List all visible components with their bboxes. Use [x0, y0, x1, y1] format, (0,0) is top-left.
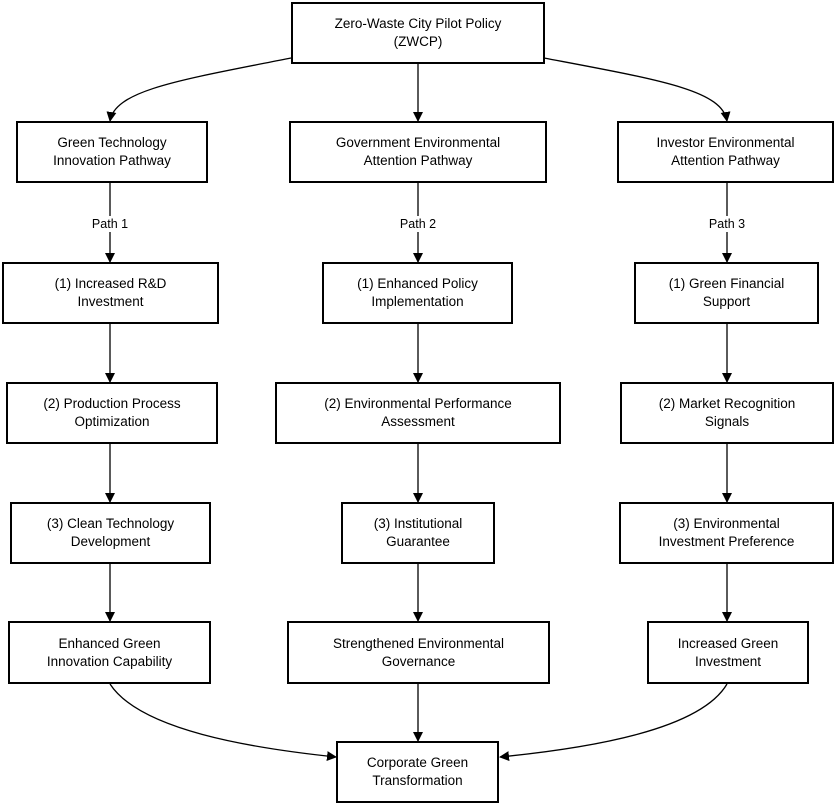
pathway-2-step-1-label: (1) Enhanced Policy Implementation: [357, 276, 478, 309]
pathway-3-step-3-node: (3) Environmental Investment Preference: [619, 502, 834, 564]
pathway-3-step-1-label: (1) Green Financial Support: [668, 276, 785, 309]
pathway-3-step-1-node: (1) Green Financial Support: [634, 262, 819, 324]
root-node: Zero-Waste City Pilot Policy (ZWCP): [291, 2, 545, 64]
pathway-1-outcome-label: Enhanced Green Innovation Capability: [46, 635, 173, 669]
pathway-2-outcome-node: Strengthened Environmental Governance: [287, 621, 550, 684]
pathway-3-step-2-node: (2) Market Recognition Signals: [620, 382, 834, 444]
pathway-2-title-node: Government Environmental Attention Pathw…: [289, 121, 547, 183]
pathway-3-outcome-label: Increased Green Investment: [677, 635, 779, 669]
pathway-2-step-2-node: (2) Environmental Performance Assessment: [275, 382, 561, 444]
edge-root-to-pathway-1: [106, 57, 292, 122]
pathway-1-step-1-label: (1) Increased R&D Investment: [54, 276, 167, 309]
edge-outcome-1-to-final: [109, 683, 337, 762]
pathway-1-step-1-node: (1) Increased R&D Investment: [2, 262, 219, 324]
pathway-1-step-2-node: (2) Production Process Optimization: [6, 382, 218, 444]
path-1-label: Path 1: [88, 216, 132, 232]
edge-root-to-pathway-3: [543, 57, 731, 122]
root-label: Zero-Waste City Pilot Policy (ZWCP): [334, 16, 502, 49]
pathway-1-step-3-node: (3) Clean Technology Development: [10, 502, 211, 564]
pathway-2-step-2-label: (2) Environmental Performance Assessment: [324, 396, 512, 429]
final-node: Corporate Green Transformation: [336, 741, 499, 803]
pathway-3-title-node: Investor Environmental Attention Pathway: [617, 121, 834, 183]
pathway-2-step-3-node: (3) Institutional Guarantee: [341, 502, 495, 564]
pathway-3-step-3-label: (3) Environmental Investment Preference: [658, 516, 795, 549]
pathway-1-step-2-label: (2) Production Process Optimization: [43, 396, 181, 429]
path-2-label: Path 2: [396, 216, 440, 232]
pathway-1-title-node: Green Technology Innovation Pathway: [16, 121, 208, 183]
edge-outcome-3-to-final: [499, 683, 728, 762]
pathway-1-title: Green Technology Innovation Pathway: [53, 135, 171, 168]
pathway-3-step-2-label: (2) Market Recognition Signals: [658, 396, 796, 429]
pathway-2-step-3-label: (3) Institutional Guarantee: [373, 516, 463, 549]
pathway-3-title: Investor Environmental Attention Pathway: [656, 135, 795, 168]
pathway-2-title: Government Environmental Attention Pathw…: [335, 135, 501, 168]
final-label: Corporate Green Transformation: [366, 755, 469, 788]
path-3-label: Path 3: [705, 216, 749, 232]
pathway-2-step-1-node: (1) Enhanced Policy Implementation: [322, 262, 513, 324]
pathway-1-step-3-label: (3) Clean Technology Development: [46, 516, 175, 549]
pathway-3-outcome-node: Increased Green Investment: [647, 621, 809, 684]
pathway-2-outcome-label: Strengthened Environmental Governance: [332, 635, 505, 669]
pathway-1-outcome-node: Enhanced Green Innovation Capability: [8, 621, 211, 684]
